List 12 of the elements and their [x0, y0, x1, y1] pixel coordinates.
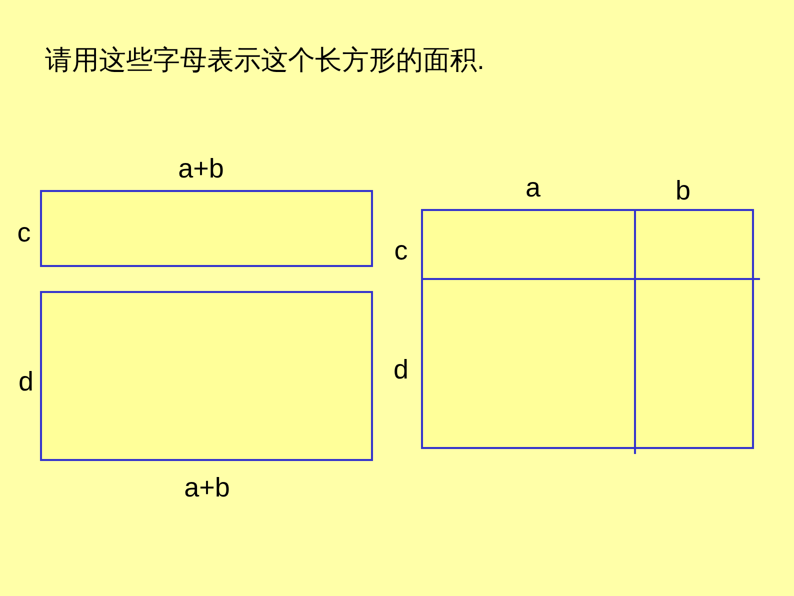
dimension-label: a+b [184, 474, 230, 502]
dimension-label: a+b [178, 156, 224, 182]
rectangle [421, 209, 754, 449]
dimension-label: d [393, 356, 409, 384]
title: 请用这些字母表示这个长方形的面积. [45, 44, 485, 77]
rectangle [40, 291, 373, 461]
rectangle [40, 190, 373, 267]
dimension-label: c [17, 220, 31, 246]
dimension-label: a [525, 174, 541, 202]
dimension-label: b [675, 178, 691, 204]
dimension-label: d [18, 368, 34, 396]
dimension-label: c [394, 238, 408, 264]
